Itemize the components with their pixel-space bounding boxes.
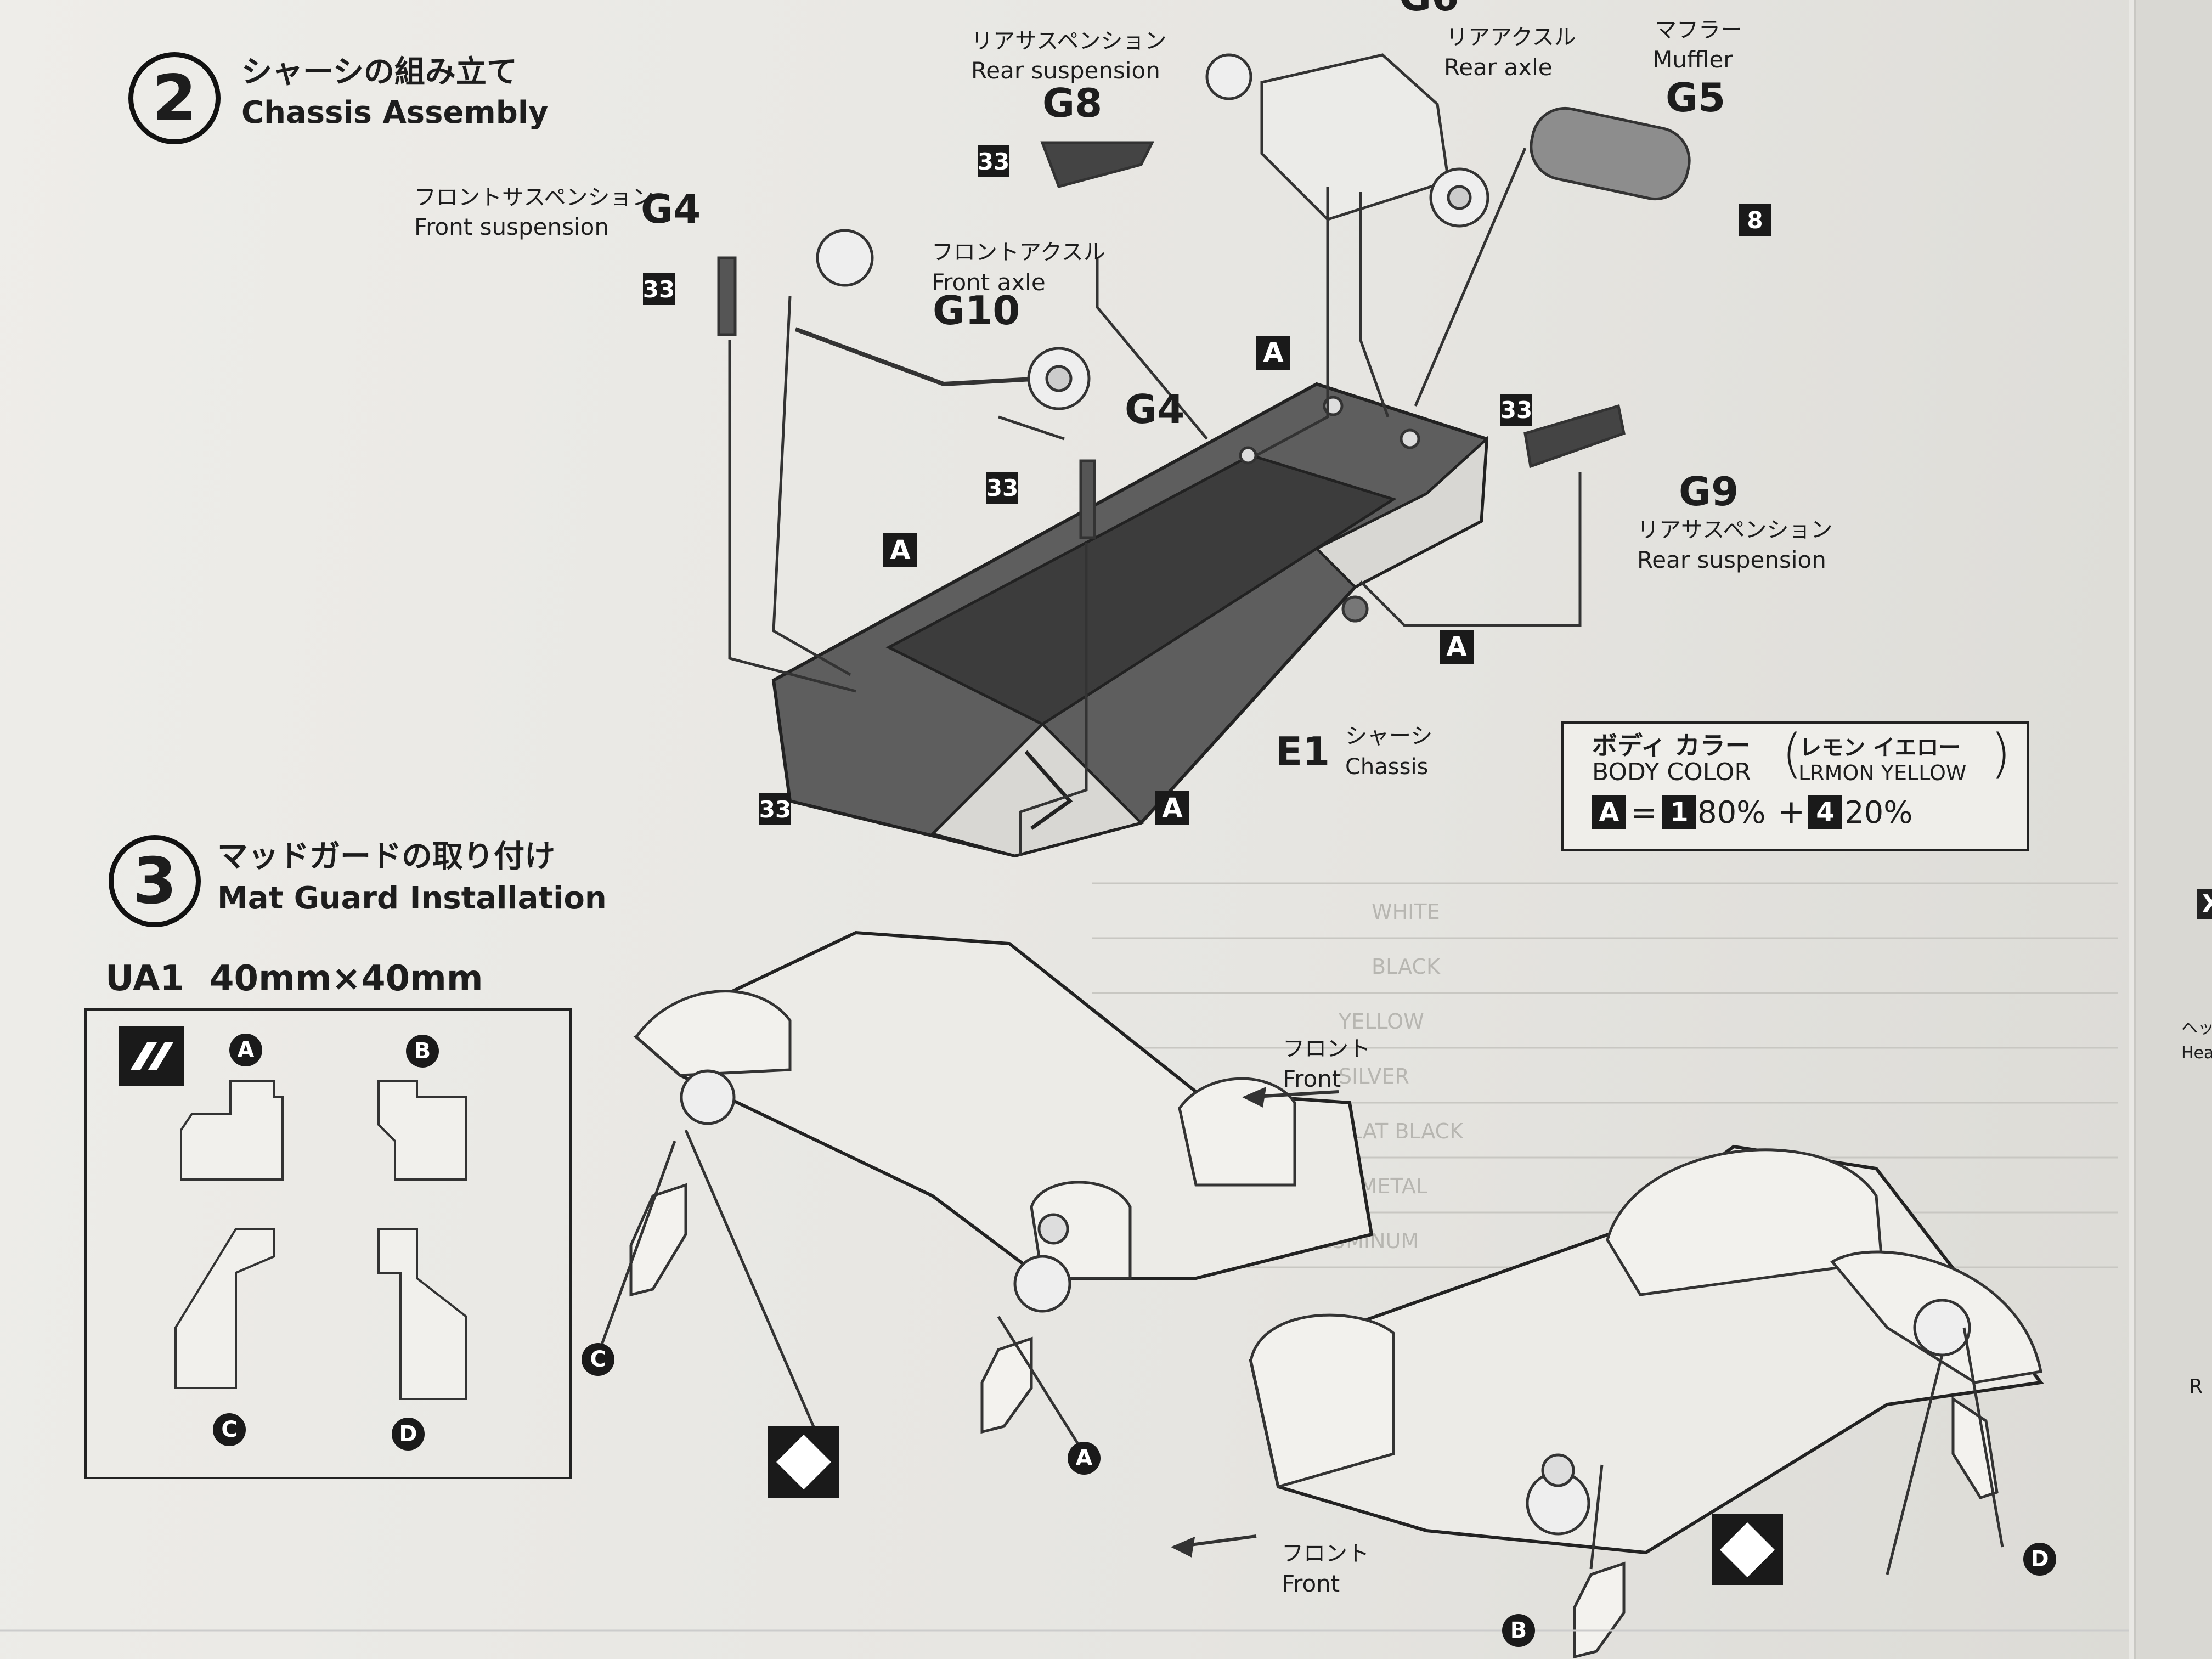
muffler-label-en: Muffler: [1652, 46, 1733, 73]
front-axle-label-en: Front axle: [932, 269, 1046, 296]
guard-label-d: D: [2023, 1543, 2056, 1576]
color-marker-a: A: [1256, 336, 1290, 370]
front-direction-en-2: Front: [1282, 1570, 1340, 1597]
color-name-en: LRMON YELLOW: [1798, 761, 1967, 785]
paint-1-percent: 80%: [1697, 795, 1766, 831]
paint-marker-8: 8: [1739, 204, 1771, 236]
paren-close: ): [1990, 723, 2011, 785]
part-code-g9: G9: [1679, 469, 1739, 515]
part-code-g8: G8: [1042, 80, 1103, 126]
rear-axle-label-jp: リアアクスル: [1446, 25, 1576, 50]
front-suspension-label-en: Front suspension: [414, 213, 609, 240]
paren-open: (: [1782, 723, 1803, 785]
color-marker-a: A: [1155, 791, 1189, 825]
decal-shape-c: [174, 1228, 275, 1389]
color-formula-plus: +: [1778, 793, 1805, 831]
part-code-g10: G10: [933, 287, 1020, 334]
decal-code: UA1: [105, 958, 185, 999]
color-marker-a: A: [883, 533, 917, 567]
cement-marker-33: 33: [759, 793, 791, 825]
decal-label-d: D: [392, 1418, 425, 1451]
step-3-title-en: Mat Guard Installation: [217, 881, 607, 916]
margin-text: Head: [2181, 1043, 2212, 1063]
chassis-label-en: Chassis: [1345, 754, 1429, 780]
cement-marker-33: 33: [1500, 394, 1532, 426]
step-2-title-en: Chassis Assembly: [241, 95, 549, 131]
table-cell: YELLOW: [1339, 1009, 1424, 1034]
decal-shape-d: [377, 1228, 467, 1400]
rear-suspension-g9-label-en: Rear suspension: [1637, 546, 1826, 573]
guard-label-c: C: [582, 1343, 614, 1376]
table-cell: BLACK: [1372, 955, 1440, 979]
front-direction-en: Front: [1283, 1065, 1341, 1092]
adjacent-page-edge: [2134, 0, 2212, 1659]
table-cell: SILVER: [1339, 1064, 1409, 1088]
paint-4-percent: 20%: [1844, 795, 1913, 831]
decal-label-a: A: [229, 1034, 262, 1066]
cement-marker-33: 33: [986, 472, 1018, 504]
mud-guard-c: [629, 1183, 687, 1297]
chassis-view-1: [633, 930, 1374, 1280]
step-2-title-jp: シャーシの組み立て: [241, 54, 517, 90]
rear-suspension-g8-label-en: Rear suspension: [971, 57, 1160, 84]
assembly-illustration: [0, 53, 2129, 1659]
color-marker-a: A: [1440, 630, 1474, 664]
part-code-g4: G4: [641, 186, 701, 232]
paint-code-1: 1: [1662, 795, 1696, 830]
part-code-e1: E1: [1276, 729, 1330, 775]
chassis-label-jp: シャーシ: [1345, 724, 1433, 749]
body-color-box: [1561, 721, 2029, 851]
margin-text: X: [2197, 889, 2212, 919]
margin-text: ヘッド: [2181, 1019, 2212, 1038]
color-formula-letter: A: [1592, 795, 1626, 830]
guard-label-b: B: [1502, 1614, 1535, 1647]
front-axle-label-jp: フロントアクスル: [932, 240, 1105, 265]
part-code-g6: G6: [1399, 0, 1459, 16]
table-cell: FLAT BLACK: [1339, 1119, 1464, 1143]
part-code-g5: G5: [1666, 75, 1726, 121]
cement-marker-33: 33: [978, 145, 1009, 177]
rear-suspension-g8-label-jp: リアサスペンション: [971, 29, 1167, 54]
decal-sheet: [84, 1008, 572, 1479]
part-code-g4-second: G4: [1125, 386, 1185, 432]
step-3-title-jp: マッドガードの取り付け: [217, 839, 555, 874]
mud-guard-b: [1573, 1561, 1626, 1659]
table-cell: WHITE: [1372, 900, 1440, 924]
step-2-number: 2: [128, 52, 221, 144]
front-direction-jp: フロント: [1283, 1036, 1370, 1062]
rear-axle-label-en: Rear axle: [1444, 54, 1553, 81]
margin-text: R: [2189, 1375, 2203, 1398]
mud-guard-a: [980, 1336, 1033, 1434]
decal-size: 40mm×40mm: [210, 958, 483, 999]
muffler-label-jp: マフラー: [1655, 18, 1742, 43]
decal-label-c: C: [213, 1413, 246, 1446]
paint-code-4: 4: [1808, 795, 1842, 830]
rear-suspension-g9-label-jp: リアサスペンション: [1637, 517, 1833, 543]
color-name-jp: レモン イエロー: [1799, 735, 1961, 760]
cement-marker-33: 33: [643, 273, 675, 305]
front-direction-jp-2: フロント: [1282, 1541, 1369, 1566]
step-3-number: 3: [109, 835, 201, 927]
color-formula-equals: =: [1630, 794, 1657, 831]
decal-shape-b: [377, 1080, 467, 1181]
body-color-label-jp: ボディ カラー: [1592, 731, 1751, 760]
body-color-label-en: BODY COLOR: [1592, 758, 1751, 786]
decal-shape-a: [180, 1080, 284, 1181]
decal-label-b: B: [406, 1035, 439, 1068]
guard-label-a: A: [1068, 1442, 1101, 1475]
front-suspension-label-jp: フロントサスペンション: [414, 185, 654, 210]
